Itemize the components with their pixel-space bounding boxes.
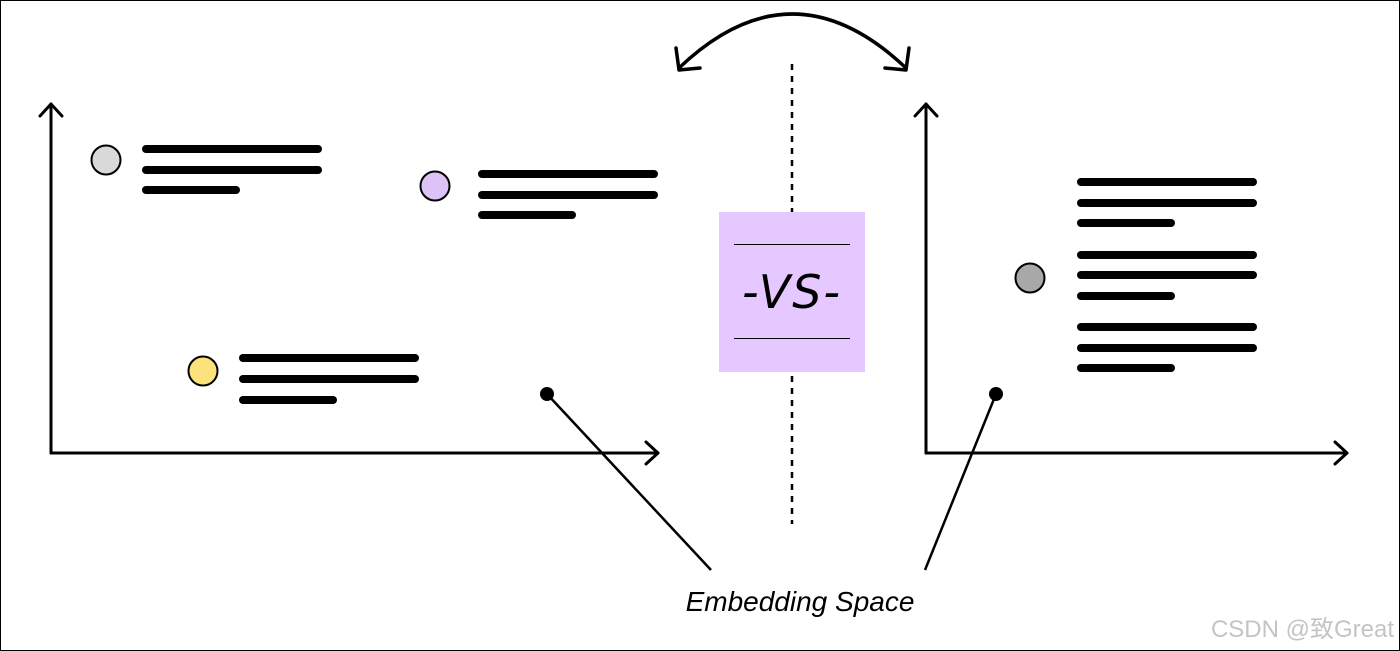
right-embedding-pointer [923,387,1003,571]
text-lines-icon [478,170,658,219]
right-combined-text-item [1014,178,1257,372]
right-axes [913,102,1349,466]
left-text-item-2 [419,170,658,219]
text-lines-icon [1077,178,1257,372]
vs-box: -VS- [719,212,865,372]
purple-point-icon [419,170,451,202]
embedding-point-icon [989,387,1003,401]
embedding-space-caption: Embedding Space [685,586,915,617]
left-text-item-1 [90,144,322,194]
yellow-point-icon [187,355,219,387]
vs-top-rule [734,244,850,245]
curved-double-arrow-icon [674,12,911,72]
left-text-item-3 [187,354,419,404]
dark-gray-point-icon [1014,262,1046,294]
gray-point-icon [90,144,122,176]
vs-bottom-rule [734,338,850,339]
left-axes [38,102,660,466]
embedding-point-icon [540,387,554,401]
text-lines-icon [239,354,419,404]
vs-label: -VS- [742,265,842,319]
left-embedding-pointer [540,387,712,571]
text-lines-icon [142,145,322,194]
watermark: CSDN @致Great [1210,616,1394,643]
